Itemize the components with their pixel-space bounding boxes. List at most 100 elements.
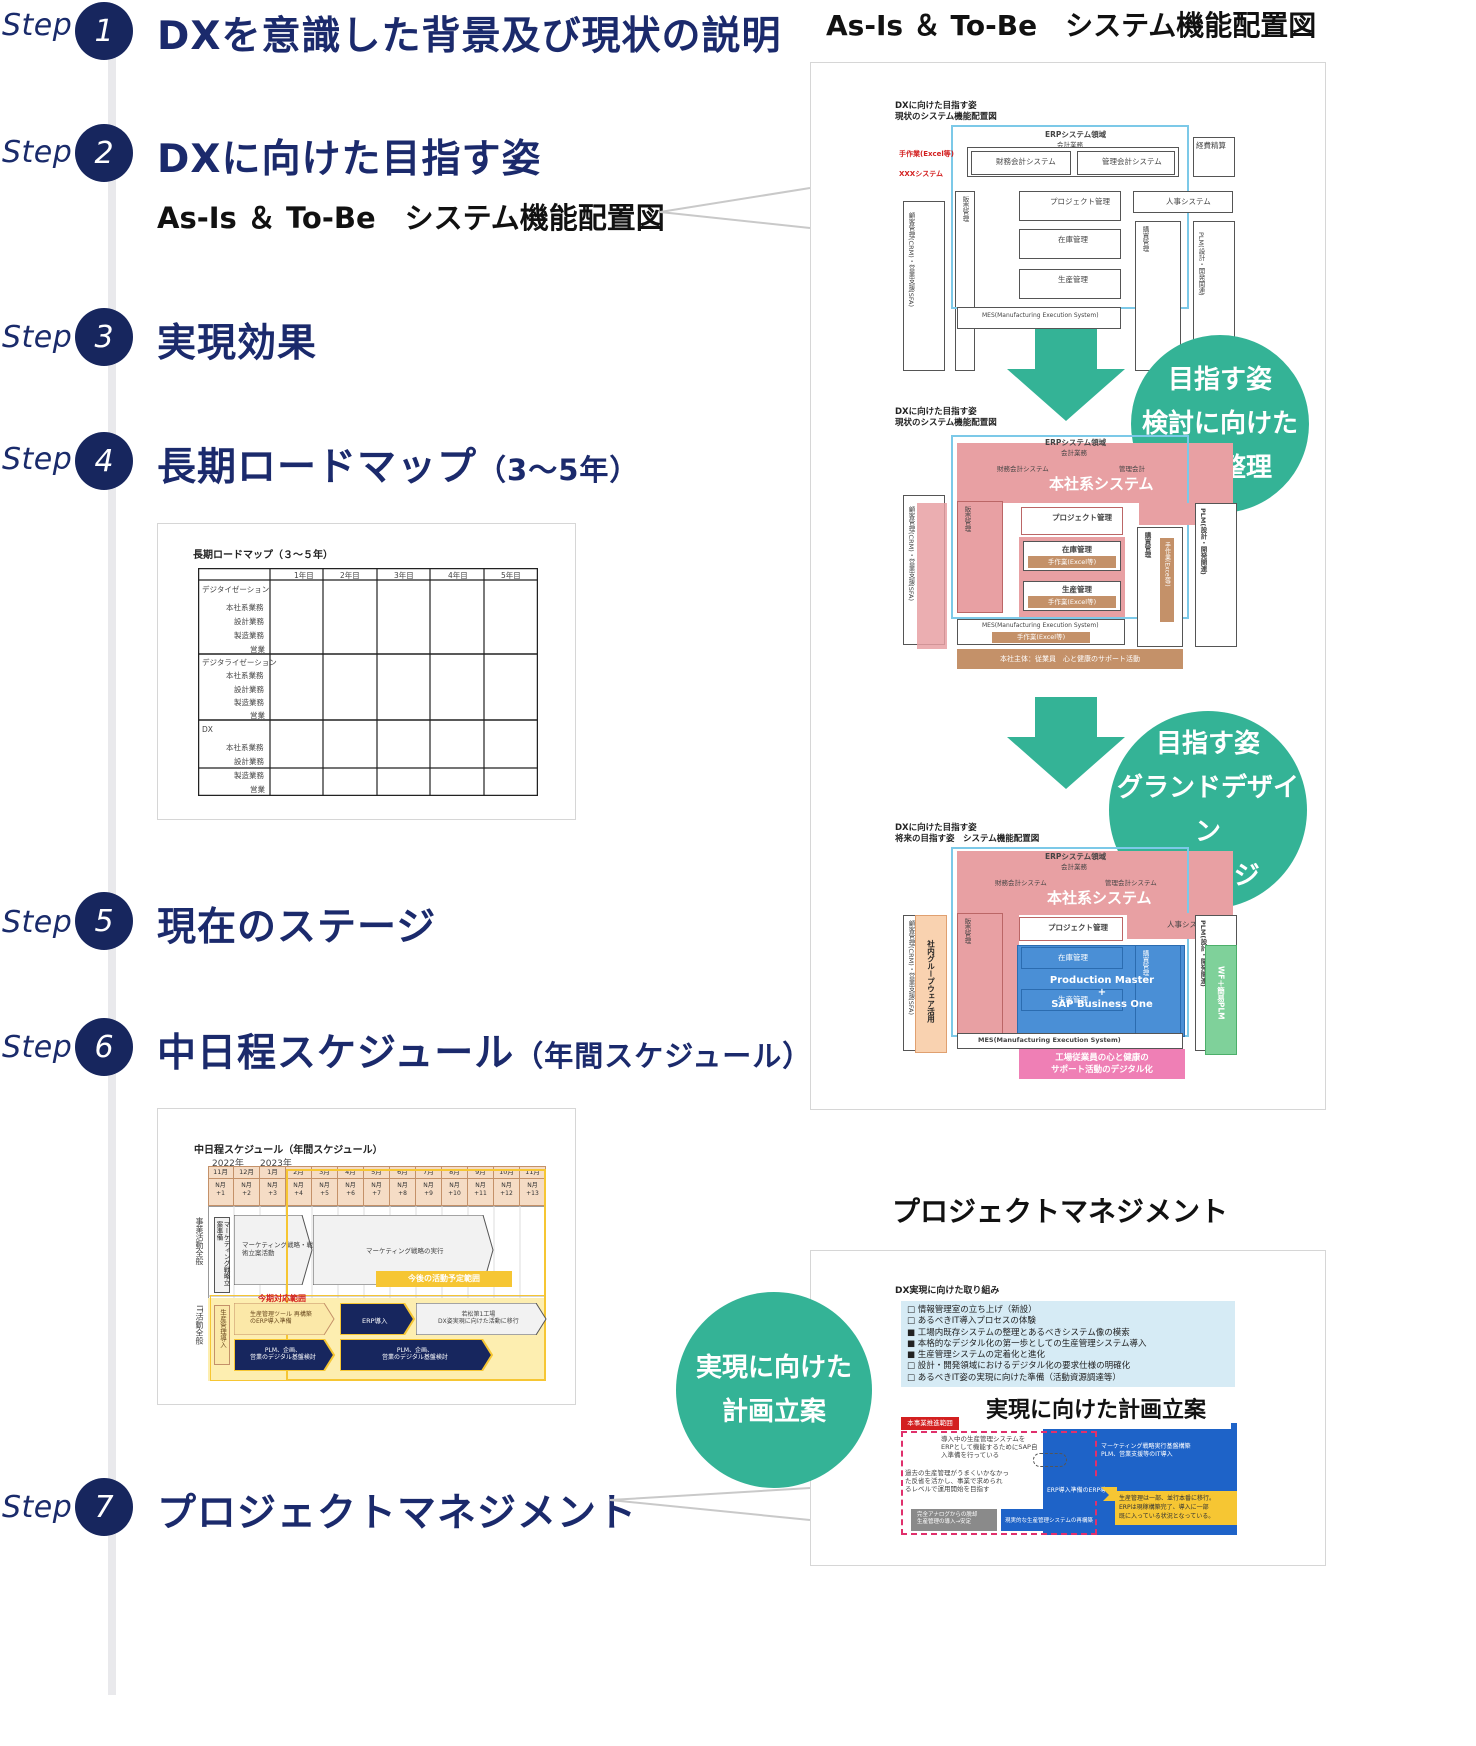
down-arrow-2	[1007, 697, 1125, 789]
diagram-1-inventory-box: 在庫管理	[1019, 229, 1121, 259]
diagram-3-mgmt-label: 管理会計システム	[1105, 879, 1157, 887]
pm-arrow-icon	[1101, 1487, 1117, 1501]
schedule-bar-plm1: PLM、企画、営業のデジタル基盤検討	[250, 1347, 316, 1361]
schedule-bar-mkt-prep: マーケティング戦略立案準備	[214, 1217, 230, 1293]
schedule-bar-plm2: PLM、企画、営業のデジタル基盤検討	[382, 1347, 448, 1361]
step-1-number-badge: 1	[75, 2, 133, 60]
diagram-2-mes-box: MES(Manufacturing Execution System) 手作業(…	[957, 619, 1125, 645]
diagram-1-manual-label: 手作業(Excel等)	[899, 150, 954, 158]
pm-panel-title: プロジェクトマネジメント	[892, 1195, 1229, 1228]
roadmap-row: 本社系業務	[226, 743, 264, 752]
diagram-1-accounting-label: 会計業務	[1057, 141, 1083, 149]
schedule-bar-mkt-plan: マーケティング戦略・戦術立案活動	[242, 1241, 313, 1257]
schedule-bar-wakamatsu-shape	[416, 1303, 547, 1335]
diagram-3-sales-box: 販売管理	[957, 913, 1003, 1037]
step-7-callout-line	[609, 1487, 811, 1521]
pm-blue-text-2: ERP導入準備のERP導入	[1047, 1487, 1113, 1494]
pm-pointer-icon	[1033, 1453, 1067, 1467]
diagram-1-crm-box: 顧客管理(CRM)・営業支援(SFA)	[903, 201, 945, 371]
pm-item: □ 情報管理室の立ち上げ（新設）	[907, 1305, 1037, 1315]
diagram-3-project-box: プロジェクト管理	[1019, 917, 1123, 941]
pm-yellow-box: 生産管理は一部、並行本番に移行。ERPは現稼構築完了、導入に一部既に入っている状…	[1115, 1491, 1237, 1525]
step-3-word: Step	[2, 320, 73, 355]
schedule-bar-erp-shape	[340, 1303, 416, 1335]
roadmap-row: 設計業務	[234, 685, 264, 694]
diagram-3-inventory-box: 在庫管理	[1021, 947, 1123, 969]
diagram-1-fin-box: 財務会計システム	[971, 151, 1071, 175]
asis-tobe-card: DXに向けた目指す姿現状のシステム機能配置図 顧客管理(CRM)・営業支援(SF…	[810, 62, 1326, 1110]
roadmap-year-5: 5年目	[501, 571, 521, 580]
diagram-1-heading: DXに向けた目指す姿現状のシステム機能配置図	[895, 101, 997, 122]
diagram-2-mgmt-label: 管理会計	[1119, 465, 1145, 473]
schedule-future-range-label: 今後の活動予定範囲	[376, 1271, 512, 1287]
schedule-bar-mkt-exec-shape	[313, 1215, 494, 1285]
diagram-2-erp-region	[951, 435, 1189, 619]
diagram-3-pink-fill	[1003, 913, 1019, 1037]
roadmap-card: 長期ロードマップ（３〜５年） 1年目 2年目 3年目 4年目 5年目 デジタイゼ…	[157, 523, 576, 820]
diagram-3-wf-box: WF＋簡易PLM	[1205, 945, 1237, 1055]
schedule-bar-mkt-exec: マーケティング戦略の実行	[366, 1247, 444, 1255]
roadmap-table: 1年目 2年目 3年目 4年目 5年目 デジタイゼーション 本社系業務 設計業務…	[198, 568, 538, 796]
diagram-3-honsha-label: 本社系システム	[1047, 889, 1152, 907]
diagram-3-groupware-box: 社内グループウェア活用	[915, 915, 947, 1053]
diagram-2-erp-label: ERPシステム領域	[1045, 438, 1107, 447]
diagram-2-inventory-box: 在庫管理 手作業(Excel等)	[1023, 541, 1121, 571]
diagram-1-mes-box: MES(Manufacturing Execution System)	[957, 307, 1121, 329]
roadmap-year-1: 1年目	[294, 571, 314, 580]
schedule-title: 中日程スケジュール（年間スケジュール）	[194, 1145, 383, 1156]
diagram-2-project-box: プロジェクト管理	[1021, 507, 1123, 535]
roadmap-row: 設計業務	[234, 617, 264, 626]
pm-yellow-text: 生産管理は一部、並行本番に移行。ERPは現稼構築完了、導入に一部既に入っている状…	[1119, 1495, 1216, 1520]
pm-blue-step	[1043, 1477, 1107, 1501]
diagram-2-heading: DXに向けた目指す姿現状のシステム機能配置図	[895, 407, 997, 428]
circle-plan-for-realization: 実現に向けた 計画立案	[676, 1292, 872, 1488]
diagram-1-hr-box: 人事システム	[1133, 191, 1233, 213]
roadmap-year-2: 2年目	[340, 571, 360, 580]
schedule-bar-mkt-plan-shape	[234, 1215, 313, 1285]
step-6-title: 中日程スケジュール（年間スケジュール）	[157, 1031, 813, 1076]
roadmap-row: 営業	[250, 645, 265, 654]
roadmap-row: 設計業務	[234, 757, 264, 766]
diagram-1-xxx-label: XXXシステム	[899, 170, 943, 178]
diagram-1-production-box: 生産管理	[1019, 269, 1121, 299]
step-7-word: Step	[2, 1490, 73, 1525]
step-3-title: 実現効果	[157, 321, 318, 366]
diagram-3-erp-label: ERPシステム領域	[1045, 852, 1107, 861]
schedule-bar-prod-tool-shape	[234, 1303, 335, 1335]
schedule-current-range-label: 今期対応範囲	[258, 1294, 306, 1303]
pm-note-2: 過去の生産管理がうまくいかなかった反省を活かし、事業で求められるレベルで運用開始…	[905, 1469, 1009, 1493]
step-1-word: Step	[2, 8, 73, 43]
diagram-1-mgmt-box: 管理会計システム	[1077, 151, 1175, 175]
roadmap-group-2: デジタライゼーション	[202, 658, 277, 667]
pm-gray-box-1: 完全アナログからの脱却生産管理の導入→安定	[911, 1509, 997, 1531]
schedule-row-it: IT活動全般	[195, 1305, 204, 1345]
schedule-bar-prod-tool: 生産管理ツール 再構築のERP導入準備	[250, 1311, 312, 1325]
schedule-year-2023: 2023年	[260, 1159, 292, 1169]
schedule-bar-plm1-shape	[234, 1339, 336, 1371]
step-4-title: 長期ロードマップ（3〜5年）	[157, 445, 640, 490]
schedule-row-business: 事業活動全般	[195, 1217, 204, 1265]
pm-item: □ あるべきIT導入プロセスの体験	[907, 1316, 1036, 1327]
step-6-number-badge: 6	[75, 1018, 133, 1076]
step-7-title: プロジェクトマネジメント	[157, 1491, 638, 1536]
diagram-2-sales-box: 販売管理	[957, 501, 1003, 613]
diagram-2-purchase-box: 購買管理 手作業(Excel等)	[1137, 527, 1183, 647]
diagram-3-mes-box: MES(Manufacturing Execution System)	[957, 1033, 1183, 1049]
asis-tobe-panel-title: As-Is ＆ To-Be システム機能配置図	[826, 9, 1317, 42]
schedule-month-header	[208, 1166, 546, 1206]
diagram-2-honsha-label: 本社系システム	[1049, 475, 1154, 493]
pm-item: ■ 工場内既存システムの整理とあるべきシステム像の模索	[907, 1327, 1130, 1338]
